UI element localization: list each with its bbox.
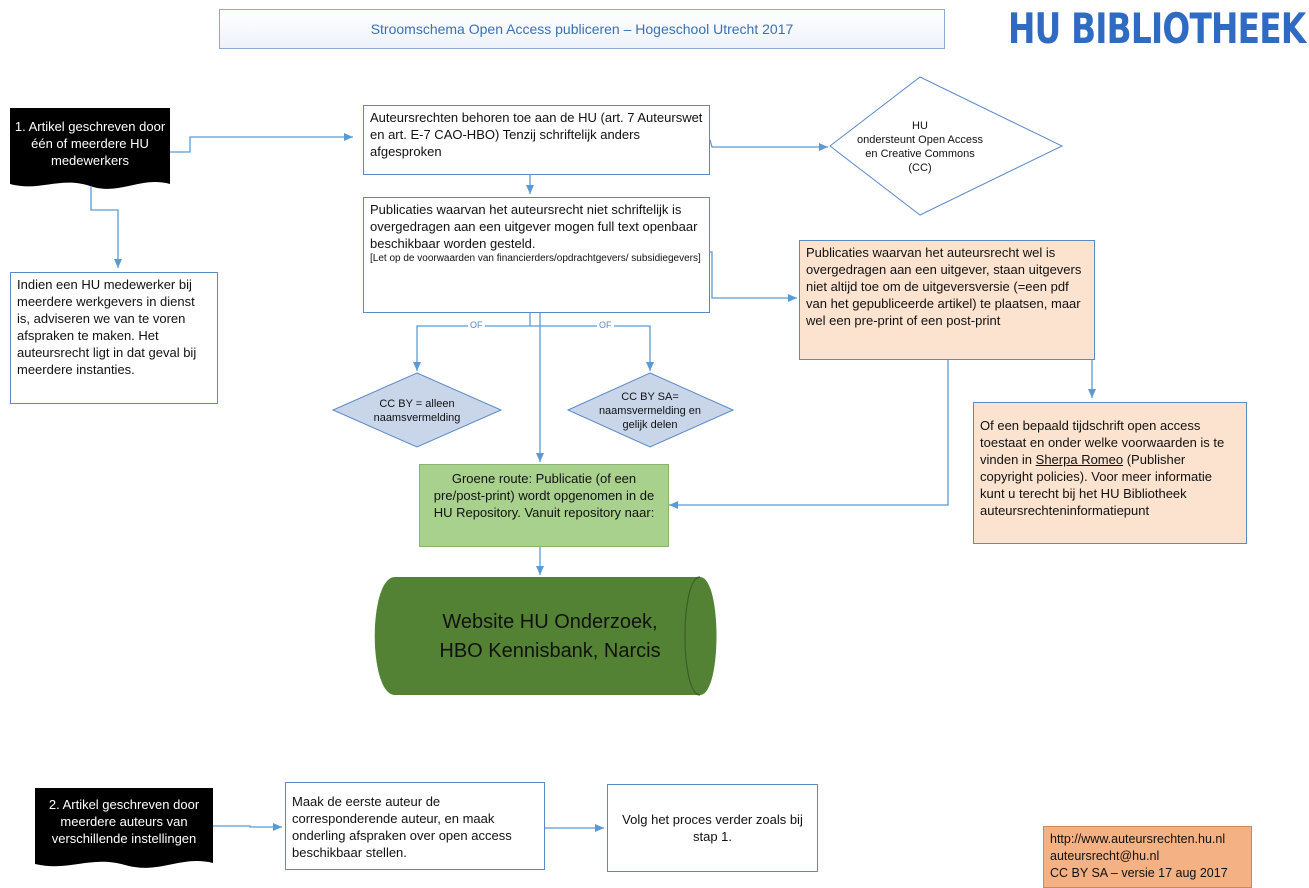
license-version: CC BY SA – versie 17 aug 2017 <box>1050 866 1228 880</box>
hu-diamond: HU ondersteunt Open Access en Creative C… <box>855 118 985 176</box>
sherpa-romeo-link[interactable]: Sherpa Romeo <box>1035 452 1124 467</box>
cc-by-sa-text: CC BY SA= naamsvermelding en gelijk dele… <box>598 391 702 431</box>
cc-by-diamond: CC BY = alleen naamsvermelding <box>355 396 479 426</box>
transferred-box: Publicaties waarvan het auteursrecht wel… <box>799 240 1095 360</box>
copyright-text: Auteursrechten behoren toe aan de HU (ar… <box>370 110 703 159</box>
destinations-line1: Website HU Onderzoek, <box>442 611 658 633</box>
hu-diamond-text: ondersteunt Open Access en Creative Comm… <box>857 134 983 174</box>
destinations-cylinder: Website HU Onderzoek, HBO Kennisbank, Na… <box>395 590 705 684</box>
not-transferred-box: Publicaties waarvan het auteursrecht nie… <box>363 197 710 313</box>
contact-url[interactable]: http://www.auteursrechten.hu.nl <box>1050 832 1226 846</box>
sherpa-text-after: (Publisher copyright policies). Voor mee… <box>980 452 1212 518</box>
or-label-left: OF <box>468 320 485 330</box>
follow-process-text: Volg het proces verder zoals bij stap 1. <box>622 812 803 844</box>
multi-employer-text: Indien een HU medewerker bij meerdere we… <box>17 277 197 377</box>
step2-document-shape <box>35 788 213 868</box>
follow-process-box: Volg het proces verder zoals bij stap 1. <box>607 784 818 872</box>
diagram-title: Stroomschema Open Access publiceren – Ho… <box>370 21 794 37</box>
corresponding-author-text: Maak de eerste auteur de corresponderend… <box>292 794 512 860</box>
not-transferred-text: Publicaties waarvan het auteursrecht nie… <box>370 202 698 251</box>
cc-by-sa-diamond-shape <box>566 372 735 448</box>
funder-conditions-note: [Let op de voorwaarden van financierders… <box>370 253 701 264</box>
green-route-box: Groene route: Publicatie (of een pre/pos… <box>419 464 669 547</box>
hu-diamond-title: HU <box>912 120 928 132</box>
hu-diamond-shape <box>829 76 1064 216</box>
cc-by-diamond-shape <box>331 372 503 448</box>
multi-employer-box: Indien een HU medewerker bij meerdere we… <box>10 272 218 404</box>
contact-box: http://www.auteursrechten.hu.nl auteursr… <box>1043 826 1252 888</box>
step1-document-shape <box>10 108 170 189</box>
step1-document: 1. Artikel geschreven door één of meerde… <box>14 112 166 174</box>
corresponding-author-box: Maak de eerste auteur de corresponderend… <box>285 782 545 870</box>
or-label-right: OF <box>597 320 614 330</box>
sherpa-romeo-box: Of een bepaald tijdschrift open access t… <box>973 402 1247 544</box>
hu-bibliotheek-logo: HU BIBLIOTHEEK <box>1008 4 1306 53</box>
diagram-title-box: Stroomschema Open Access publiceren – Ho… <box>219 9 945 49</box>
step2-label: 2. Artikel geschreven door meerdere aute… <box>48 796 200 846</box>
sherpa-text-before: Of een bepaald tijdschrift open access t… <box>980 418 1225 467</box>
green-route-text: Groene route: Publicatie (of een pre/pos… <box>433 471 655 520</box>
step1-label: 1. Artikel geschreven door één of meerde… <box>14 118 166 168</box>
cc-by-sa-diamond: CC BY SA= naamsvermelding en gelijk dele… <box>590 391 710 431</box>
cc-by-text: CC BY = alleen naamsvermelding <box>373 398 461 424</box>
step2-document: 2. Artikel geschreven door meerdere aute… <box>38 792 210 850</box>
destinations-cylinder-shape <box>374 577 717 695</box>
transferred-text: Publicaties waarvan het auteursrecht wel… <box>806 245 1082 328</box>
destinations-line2: HBO Kennisbank, Narcis <box>439 640 661 662</box>
contact-email[interactable]: auteursrecht@hu.nl <box>1050 849 1160 863</box>
copyright-box: Auteursrechten behoren toe aan de HU (ar… <box>363 105 710 175</box>
